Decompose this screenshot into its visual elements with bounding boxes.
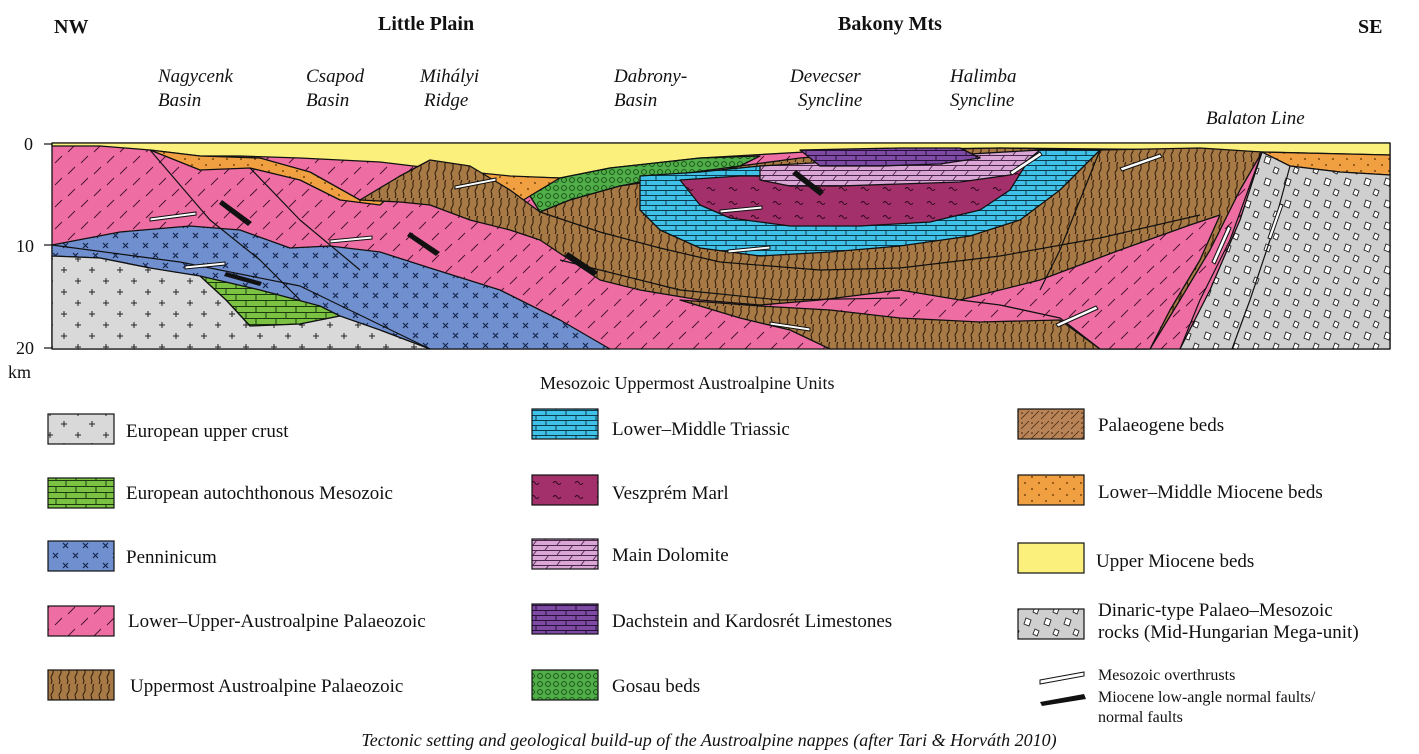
depth-tick-0: 0	[24, 134, 33, 154]
structure-label-nagycenk-2: Basin	[158, 90, 201, 111]
structure-label-nagycenk: Nagycenk	[157, 66, 233, 87]
legend-label-lower-middle-miocene: Lower–Middle Miocene beds	[1098, 482, 1323, 503]
depth-tick-20: 20	[16, 338, 34, 358]
legend-heading: Mesozoic Uppermost Austroalpine Units	[540, 373, 834, 393]
legend-swatch-uppermost-austroalpine	[48, 670, 114, 700]
direction-se-label: SE	[1358, 16, 1382, 38]
legend-label-gosau: Gosau beds	[612, 676, 700, 697]
direction-nw-label: NW	[54, 16, 88, 38]
legend-label-upper-miocene: Upper Miocene beds	[1096, 551, 1254, 572]
legend-label-veszprem-marl: Veszprém Marl	[612, 483, 729, 504]
legend-label-palaeogene: Palaeogene beds	[1098, 415, 1224, 436]
legend-swatch-main-dolomite	[532, 539, 598, 569]
legend-label-dinaric: Dinaric-type Palaeo–Mesozoic rocks (Mid-…	[1098, 600, 1359, 643]
structure-label-balaton-line: Balaton Line	[1206, 108, 1305, 129]
legend-swatch-dachstein	[532, 604, 598, 634]
legend-label-european-upper-crust: European upper crust	[126, 421, 289, 442]
region-label-little-plain: Little Plain	[378, 13, 474, 35]
structure-label-halimba: Halimba	[949, 66, 1017, 87]
structure-label-dabrony-2: Basin	[614, 90, 657, 111]
structure-label-devecser: Devecser	[789, 66, 861, 87]
legend-label-miocene-faults: Miocene low-angle normal faults/ normal …	[1098, 689, 1319, 726]
legend-label-miocene-faults-line1: Miocene low-angle normal faults/	[1098, 689, 1316, 706]
legend-swatch-palaeogene	[1018, 409, 1084, 439]
legend-label-european-autochthonous-mesozoic: European autochthonous Mesozoic	[126, 483, 393, 504]
legend-swatch-lower-middle-miocene	[1018, 475, 1084, 505]
legend-label-dinaric-line2: rocks (Mid-Hungarian Mega-unit)	[1098, 622, 1359, 643]
legend-label-penninicum: Penninicum	[126, 547, 217, 568]
structure-label-devecser-2: Syncline	[798, 90, 862, 111]
legend-symbol-normal-fault	[1040, 694, 1086, 706]
legend-swatch-lower-upper-austroalpine	[48, 606, 114, 636]
legend-label-miocene-faults-line2: normal faults	[1098, 709, 1183, 726]
legend-label-lower-upper-austroalpine: Lower–Upper-Austroalpine Palaeozoic	[128, 611, 426, 632]
legend-label-lower-middle-triassic: Lower–Middle Triassic	[612, 419, 790, 440]
structure-label-mihalyi-2: Ridge	[423, 90, 468, 111]
legend-label-mesozoic-overthrusts: Mesozoic overthrusts	[1098, 667, 1235, 684]
depth-tick-10: 10	[16, 236, 34, 256]
legend-label-dinaric-line1: Dinaric-type Palaeo–Mesozoic	[1098, 600, 1333, 621]
structure-label-csapod-2: Basin	[306, 90, 349, 111]
structure-label-mihalyi: Mihályi	[419, 66, 479, 87]
legend-swatch-european-upper-crust	[48, 414, 114, 444]
region-label-bakony-mts: Bakony Mts	[838, 13, 942, 35]
structure-label-dabrony: Dabrony-	[613, 66, 687, 87]
legend-label-uppermost-austroalpine: Uppermost Austroalpine Palaeozoic	[130, 676, 403, 697]
legend-label-dachstein: Dachstein and Kardosrét Limestones	[612, 611, 892, 632]
figure-caption: Tectonic setting and geological build-up…	[361, 730, 1056, 751]
legend-swatch-lower-middle-triassic	[532, 409, 598, 439]
legend-swatch-dinaric	[1018, 609, 1084, 639]
depth-unit-label: km	[8, 362, 31, 382]
legend-symbol-overthrust	[1040, 672, 1084, 684]
legend-swatch-upper-miocene	[1018, 543, 1084, 573]
legend-label-main-dolomite: Main Dolomite	[612, 545, 729, 566]
legend-swatch-gosau	[532, 670, 598, 700]
legend-swatch-veszprem-marl	[532, 475, 598, 505]
legend-swatch-penninicum	[48, 541, 114, 571]
cross-section	[52, 143, 1390, 349]
structure-label-csapod: Csapod	[306, 66, 365, 87]
structure-label-halimba-2: Syncline	[950, 90, 1014, 111]
legend-swatch-european-autochthonous-mesozoic	[48, 478, 114, 508]
